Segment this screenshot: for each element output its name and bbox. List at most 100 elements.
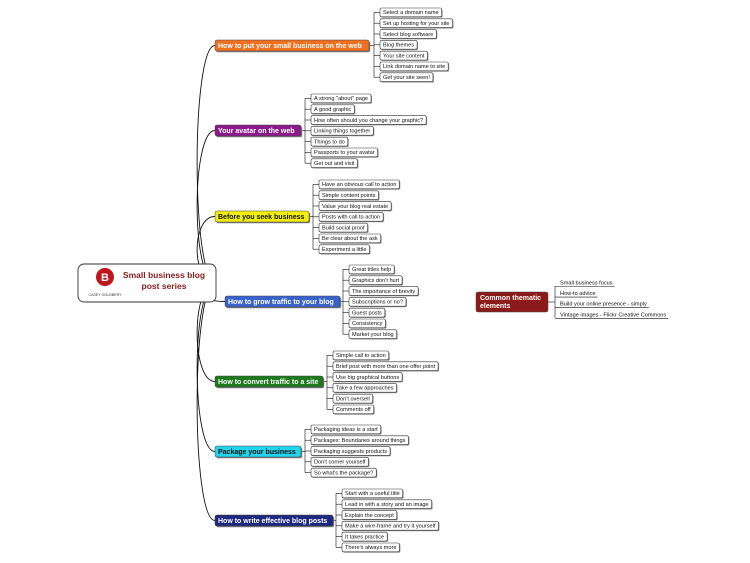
branch-box	[214, 445, 302, 458]
leaf-box	[341, 521, 439, 531]
leaf-box	[348, 264, 395, 275]
leaf-before-you-seek-business-5[interactable]: Build social proof	[318, 222, 369, 233]
leaf-how-to-put-your-small-business-on-the-web-1[interactable]: Select a domain name	[379, 7, 443, 18]
branch-box	[214, 124, 302, 137]
leaf-box	[348, 318, 386, 329]
connector-package-your-business	[196, 282, 217, 452]
leaf-box	[348, 297, 407, 307]
leaf-how-to-convert-traffic-to-a-site-5[interactable]: Don't oversell	[332, 393, 374, 404]
common-item-4[interactable]: Vintage images - Flickr Creative Commons	[555, 312, 669, 319]
branch-label: How to grow traffic to your blog	[228, 299, 334, 306]
leaf-label: Have an obvious call to action	[322, 182, 396, 188]
branch-package-your-business[interactable]: Package your business	[214, 445, 303, 459]
leaf-box	[348, 329, 397, 339]
leaf-how-to-grow-traffic-to-your-blog-7[interactable]: Market your blog	[348, 329, 398, 340]
leaf-box	[318, 190, 379, 200]
leaf-how-to-write-effective-blog-posts-5[interactable]: It takes practice	[341, 531, 389, 542]
leaf-package-your-business-5[interactable]: So what's the package?	[310, 467, 378, 478]
common-item-2[interactable]: How-to advice	[555, 291, 598, 298]
leaf-box	[379, 18, 453, 28]
common-label-line2: elements	[480, 303, 510, 310]
leaf-box	[341, 542, 400, 553]
leaf-box	[332, 404, 375, 415]
logo-caption: CASEY GOLDBERY	[88, 293, 122, 297]
leaf-how-to-put-your-small-business-on-the-web-5[interactable]: Your site content	[379, 50, 429, 61]
common-item-label: Small business focus	[560, 281, 613, 287]
leaf-your-avatar-on-the-web-2[interactable]: A good graphic	[310, 104, 356, 115]
leaf-how-to-put-your-small-business-on-the-web-7[interactable]: Get your site seen!	[379, 72, 434, 83]
leaf-label: Simple call to action	[336, 353, 386, 359]
leaf-your-avatar-on-the-web-4[interactable]: Linking things together	[310, 126, 375, 137]
leaf-how-to-grow-traffic-to-your-blog-6[interactable]: Consistency	[348, 318, 387, 329]
leaf-package-your-business-1[interactable]: Packaging ideas is a start	[310, 424, 382, 435]
leaf-how-to-grow-traffic-to-your-blog-3[interactable]: The importance of brevity	[348, 286, 420, 297]
leaf-box	[310, 115, 427, 125]
leaf-label: Value your blog real estate	[322, 204, 388, 210]
leaf-label: Graphics don't hurt	[352, 278, 400, 284]
leaf-box	[379, 40, 418, 50]
leaf-how-to-write-effective-blog-posts-4[interactable]: Make a wire-frame and try it yourself	[341, 521, 440, 532]
leaf-how-to-grow-traffic-to-your-blog-2[interactable]: Graphics don't hurt	[348, 275, 404, 286]
leaf-before-you-seek-business-6[interactable]: Be clear about the ask	[318, 233, 382, 244]
leaf-how-to-put-your-small-business-on-the-web-4[interactable]: Blog themes	[379, 40, 419, 51]
leaf-how-to-grow-traffic-to-your-blog-1[interactable]: Great titles help	[348, 264, 396, 275]
leaf-how-to-convert-traffic-to-a-site-4[interactable]: Take a few approaches	[332, 383, 398, 394]
branch-label: Your avatar on the web	[218, 128, 295, 135]
leaf-box	[310, 435, 409, 445]
leaf-package-your-business-3[interactable]: Packaging suggests products	[310, 446, 392, 457]
leaf-how-to-convert-traffic-to-a-site-3[interactable]: Use big graphical buttons	[332, 372, 404, 383]
branch-how-to-grow-traffic-to-your-blog[interactable]: How to grow traffic to your blog	[224, 295, 342, 309]
leaf-your-avatar-on-the-web-5[interactable]: Things to do	[310, 136, 349, 147]
leaf-label: Great titles help	[352, 267, 391, 273]
leaf-before-you-seek-business-3[interactable]: Value your blog real estate	[318, 201, 393, 212]
leaf-how-to-write-effective-blog-posts-2[interactable]: Lead in with a story and an image	[341, 499, 433, 510]
leaf-label: Passports to your avatar	[314, 150, 375, 156]
branch-how-to-write-effective-blog-posts[interactable]: How to write effective blog posts	[214, 514, 335, 528]
leaf-your-avatar-on-the-web-1[interactable]: A strong "about" page	[310, 93, 373, 104]
leaf-how-to-write-effective-blog-posts-3[interactable]: Explain the concept	[341, 510, 398, 521]
leaf-your-avatar-on-the-web-6[interactable]: Passports to your avatar	[310, 147, 379, 158]
leaf-box	[310, 93, 372, 104]
branch-label: How to put your small business on the we…	[218, 43, 362, 50]
leaf-how-to-write-effective-blog-posts-1[interactable]: Start with a useful title	[341, 488, 404, 499]
branches: How to put your small business on the we…	[214, 7, 454, 553]
leaf-your-avatar-on-the-web-3[interactable]: How often should you change your graphic…	[310, 115, 428, 126]
leaf-how-to-write-effective-blog-posts-6[interactable]: There's always more	[341, 542, 401, 553]
leaf-how-to-put-your-small-business-on-the-web-3[interactable]: Select blog software	[379, 29, 438, 40]
leaf-label: Set up hosting for your site	[383, 21, 450, 27]
common-item-1[interactable]: Small business focus	[555, 281, 615, 287]
leaf-box	[318, 212, 384, 222]
leaf-package-your-business-4[interactable]: Don't corner yourself	[310, 457, 370, 468]
branch-box	[214, 375, 324, 388]
branch-how-to-convert-traffic-to-a-site[interactable]: How to convert traffic to a site	[214, 375, 325, 389]
common-item-label: Build your online presence - simply	[560, 302, 647, 308]
root-node[interactable]: B CASEY GOLDBERY Small business blog pos…	[77, 263, 217, 303]
leaf-package-your-business-2[interactable]: Packages: Boundaries around things	[310, 435, 410, 446]
leaf-before-you-seek-business-2[interactable]: Simple content points	[318, 190, 380, 201]
leaf-how-to-grow-traffic-to-your-blog-5[interactable]: Guest posts	[348, 307, 386, 318]
leaf-label: A good graphic	[314, 107, 352, 113]
logo-circle	[96, 268, 114, 286]
leaf-before-you-seek-business-1[interactable]: Have an obvious call to action	[318, 179, 401, 190]
leaf-how-to-convert-traffic-to-a-site-6[interactable]: Comments off	[332, 404, 375, 415]
branch-before-you-seek-business[interactable]: Before you seek business	[214, 210, 311, 224]
leaf-before-you-seek-business-7[interactable]: Experiment a little	[318, 244, 371, 255]
branch-box	[224, 295, 341, 308]
branch-your-avatar-on-the-web[interactable]: Your avatar on the web	[214, 124, 303, 138]
common-node[interactable]: Common thematic elements	[475, 291, 549, 313]
branch-label: Before you seek business	[218, 214, 304, 221]
common-item-3[interactable]: Build your online presence - simply	[555, 302, 649, 308]
branch-how-to-put-your-small-business-on-the-web[interactable]: How to put your small business on the we…	[214, 39, 371, 53]
leaf-how-to-grow-traffic-to-your-blog-4[interactable]: Subscriptions or no?	[348, 297, 407, 308]
leaf-how-to-convert-traffic-to-a-site-1[interactable]: Simple call to action	[332, 350, 390, 361]
leaf-label: Select a domain name	[383, 10, 439, 16]
leaf-your-avatar-on-the-web-7[interactable]: Get out and visit	[310, 158, 359, 169]
leaf-label: It takes practice	[345, 534, 384, 540]
leaf-how-to-put-your-small-business-on-the-web-2[interactable]: Set up hosting for your site	[379, 18, 454, 29]
leaf-how-to-put-your-small-business-on-the-web-6[interactable]: Link domain name to site	[379, 61, 450, 72]
leaf-before-you-seek-business-4[interactable]: Posts with call to action	[318, 212, 385, 223]
leaf-box	[310, 126, 374, 136]
leaf-how-to-convert-traffic-to-a-site-2[interactable]: Brief post with more than one offer poin…	[332, 361, 440, 372]
leaf-label: Linking things together	[314, 129, 370, 135]
leaf-label: Things to do	[314, 139, 345, 145]
